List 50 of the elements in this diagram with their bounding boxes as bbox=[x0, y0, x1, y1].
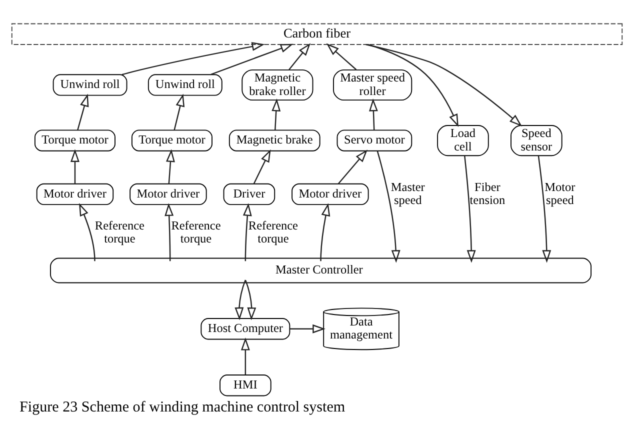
arrow bbox=[326, 43, 357, 70]
node-box: Magnetic brake roller bbox=[242, 69, 314, 101]
arrow bbox=[538, 156, 552, 263]
node-box: Unwind roll bbox=[148, 74, 222, 96]
node-box: HMI bbox=[220, 374, 272, 396]
arrow bbox=[320, 203, 330, 262]
node-box: Host Computer bbox=[200, 318, 290, 340]
arrow bbox=[366, 44, 522, 127]
node-box: Torque motor bbox=[131, 130, 212, 152]
arrow bbox=[338, 150, 368, 184]
arrow bbox=[174, 94, 185, 130]
arrow bbox=[290, 324, 326, 334]
arrow bbox=[253, 149, 271, 184]
edge-label: Reference torque bbox=[248, 218, 298, 246]
arrow bbox=[164, 203, 174, 262]
arrow bbox=[77, 94, 89, 130]
arrow bbox=[288, 43, 311, 70]
node-box: Driver bbox=[223, 183, 276, 206]
arrow bbox=[368, 98, 378, 130]
node-box: Unwind roll bbox=[52, 74, 128, 96]
caption: Figure 23 Scheme of winding machine control system bbox=[20, 400, 346, 416]
arrow bbox=[244, 280, 256, 320]
node-box: Motor driver bbox=[36, 183, 114, 206]
arrow bbox=[234, 280, 246, 320]
node-box: Load cell bbox=[437, 125, 489, 156]
arrow bbox=[70, 149, 80, 184]
arrow bbox=[272, 98, 281, 130]
node-box: Master speed roller bbox=[333, 69, 412, 101]
arrow bbox=[166, 149, 175, 184]
arrow bbox=[368, 44, 458, 127]
node-box: Speed sensor bbox=[510, 125, 562, 156]
node-box: Carbon fiber bbox=[11, 23, 623, 45]
edge-label: Fiber tension bbox=[470, 180, 506, 208]
edge-label: Master speed bbox=[390, 180, 425, 208]
arrow bbox=[240, 337, 250, 375]
edge-label: Motor speed bbox=[544, 180, 576, 208]
arrow bbox=[210, 44, 294, 76]
arrow bbox=[376, 150, 400, 263]
node-box: Motor driver bbox=[130, 183, 207, 206]
arrow bbox=[122, 42, 265, 76]
node-box: Magnetic brake bbox=[228, 130, 320, 152]
node-box: Servo motor bbox=[336, 130, 412, 152]
arrow bbox=[79, 203, 96, 262]
arrow bbox=[242, 203, 252, 262]
edge-label: Reference torque bbox=[94, 218, 144, 246]
arrow bbox=[464, 156, 476, 263]
node-box: Motor driver bbox=[292, 183, 369, 206]
edge-label: Reference torque bbox=[171, 218, 221, 246]
node-box: Master Controller bbox=[50, 258, 592, 284]
node-box: Torque motor bbox=[34, 130, 116, 152]
